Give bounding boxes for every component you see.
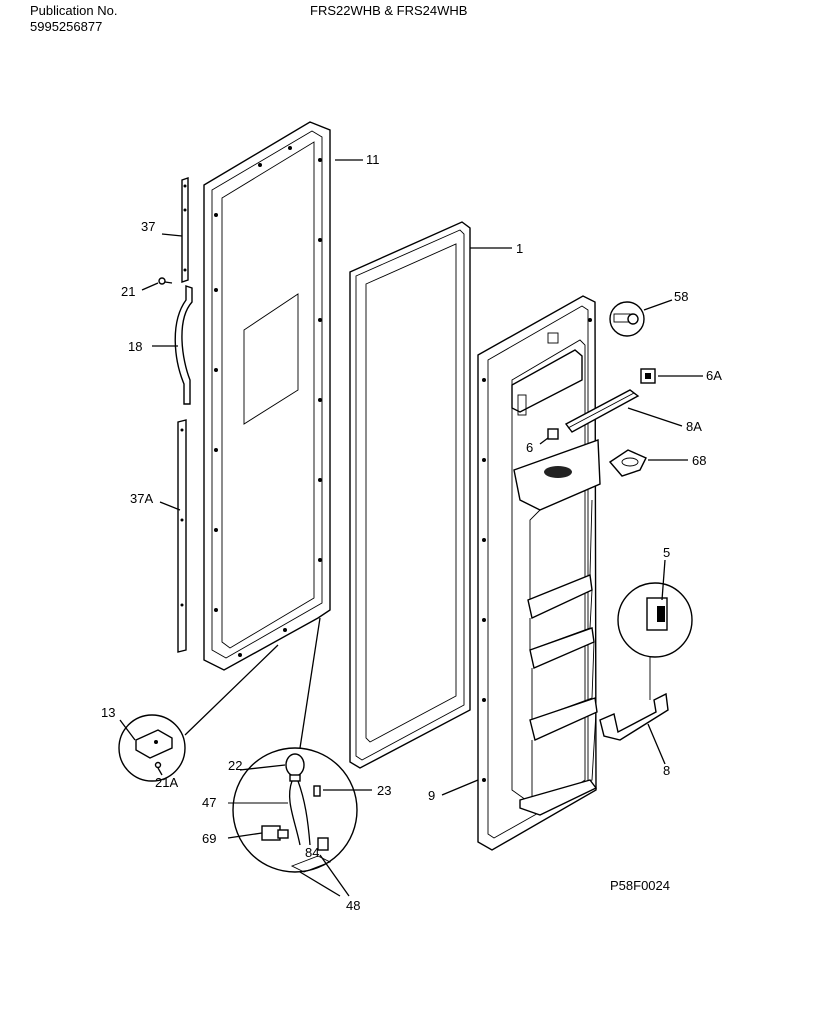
bracket-part-8 bbox=[599, 692, 669, 765]
callout-6: 6 bbox=[526, 440, 533, 455]
callout-47: 47 bbox=[202, 795, 216, 810]
clip-part-6A bbox=[640, 368, 703, 384]
callout-58: 58 bbox=[674, 289, 688, 304]
callout-8A: 8A bbox=[686, 419, 702, 434]
callout-9: 9 bbox=[428, 788, 435, 803]
rod-part-8A bbox=[564, 389, 683, 433]
door-liner-part-9 bbox=[477, 295, 601, 851]
callout-13: 13 bbox=[101, 705, 115, 720]
door-gasket-part-1 bbox=[349, 221, 471, 769]
bracket-part-68 bbox=[608, 449, 688, 477]
wiring-detail bbox=[227, 617, 372, 897]
part-5-detail bbox=[617, 559, 693, 700]
trim-strip-part-37 bbox=[181, 177, 189, 283]
bolt-part-58 bbox=[609, 299, 673, 337]
callout-21A: 21A bbox=[155, 775, 178, 790]
callout-69: 69 bbox=[202, 831, 216, 846]
callout-37A: 37A bbox=[130, 491, 153, 506]
part-6 bbox=[539, 428, 559, 445]
callout-18: 18 bbox=[128, 339, 142, 354]
door-panel-part-11 bbox=[203, 121, 331, 671]
trim-strip-part-37A bbox=[177, 419, 187, 653]
model-title: FRS22WHB & FRS24WHB bbox=[310, 3, 468, 18]
callout-5: 5 bbox=[663, 545, 670, 560]
leader-lines bbox=[141, 159, 512, 796]
figure-id: P58F0024 bbox=[610, 878, 670, 893]
callout-11: 11 bbox=[366, 152, 380, 167]
callout-37: 37 bbox=[141, 219, 155, 234]
bracket-part-13 bbox=[118, 644, 279, 782]
callout-48: 48 bbox=[346, 898, 360, 913]
callout-8: 8 bbox=[663, 763, 670, 778]
callout-23: 23 bbox=[377, 783, 391, 798]
callout-84: 84 bbox=[305, 845, 319, 860]
publication-label: Publication No. bbox=[30, 3, 118, 18]
callout-68: 68 bbox=[692, 453, 706, 468]
callout-21: 21 bbox=[121, 284, 135, 299]
screw-part-21A bbox=[154, 761, 163, 776]
callout-1: 1 bbox=[516, 241, 523, 256]
callout-labels: 11 1 37 21 18 37A 58 6A 8A 6 68 5 8 13 2… bbox=[101, 152, 722, 913]
callout-22: 22 bbox=[228, 758, 242, 773]
handle-part-18 bbox=[174, 285, 193, 405]
callout-6A: 6A bbox=[706, 368, 722, 383]
publication-number: 5995256877 bbox=[30, 19, 103, 34]
screw-part-21 bbox=[158, 277, 173, 285]
